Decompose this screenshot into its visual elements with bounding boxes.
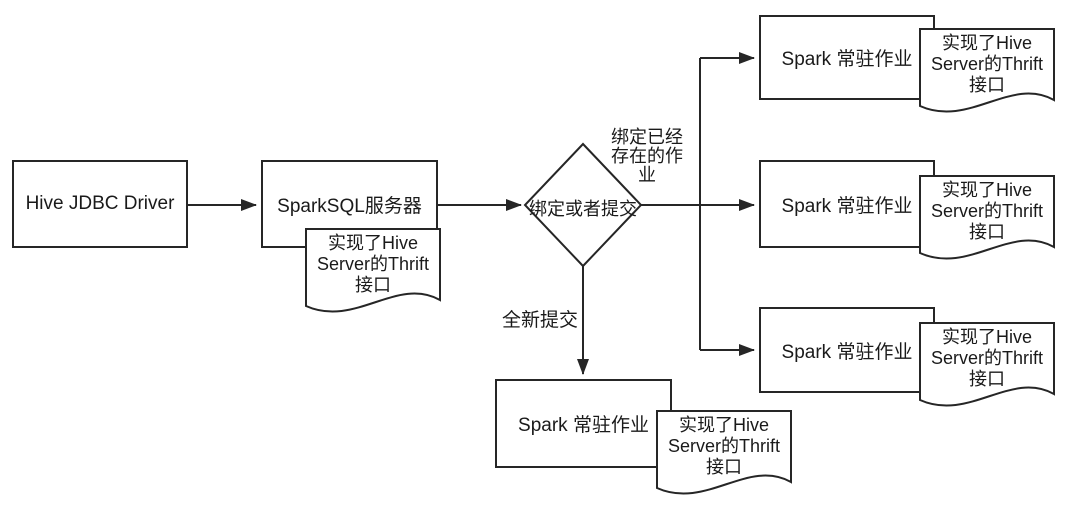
note-line: 接口 [969, 75, 1005, 95]
note-thrift-job-3: 实现了Hive Server的Thrift 接口 [919, 322, 1055, 420]
note-thrift-sparksql: 实现了Hive Server的Thrift 接口 [305, 228, 441, 326]
node-label: Spark 常驻作业 [781, 49, 913, 70]
node-spark-job-2: Spark 常驻作业 [759, 160, 935, 248]
note-text: 实现了Hive Server的Thrift 接口 [919, 327, 1055, 390]
node-spark-job-3: Spark 常驻作业 [759, 307, 935, 393]
node-label: SparkSQL服务器 [277, 195, 422, 217]
note-line: 实现了Hive [941, 180, 1032, 200]
node-label: Spark 常驻作业 [781, 341, 913, 363]
edge-label-new-submit: 全新提交 [501, 310, 578, 331]
note-line: Server的Thrift [930, 348, 1044, 368]
note-text: 实现了Hive Server的Thrift 接口 [919, 180, 1055, 243]
document-shape-icon [919, 322, 1055, 407]
decision-diamond [523, 142, 643, 268]
node-spark-job-1: Spark 常驻作业 [759, 15, 935, 100]
decision-label: 绑定或者提交 [529, 199, 637, 219]
note-text: 实现了Hive Server的Thrift 接口 [656, 415, 792, 478]
node-label: Spark 常驻作业 [518, 415, 649, 436]
note-text: 实现了Hive Server的Thrift 接口 [305, 233, 441, 296]
node-label: Spark 常驻作业 [781, 195, 913, 217]
note-line: Server的Thrift [930, 54, 1044, 74]
note-line: 实现了Hive [678, 415, 769, 435]
edge-label-bind-existing: 绑定已经 存在的作 业 [606, 128, 688, 185]
edge-label-line: 绑定已经 [611, 127, 683, 147]
edge-label-line: 业 [638, 165, 656, 185]
note-thrift-job-new: 实现了Hive Server的Thrift 接口 [656, 410, 792, 508]
note-line: 实现了Hive [941, 33, 1032, 53]
note-line: Server的Thrift [930, 201, 1044, 221]
note-line: 接口 [969, 222, 1005, 242]
document-shape-icon [656, 410, 792, 495]
document-shape-icon [919, 28, 1055, 113]
document-shape-icon [919, 175, 1055, 260]
note-thrift-job-2: 实现了Hive Server的Thrift 接口 [919, 175, 1055, 273]
document-shape-icon [305, 228, 441, 313]
edge-label-line: 存在的作 [611, 146, 683, 166]
node-label: Hive JDBC Driver [25, 193, 175, 214]
note-text: 实现了Hive Server的Thrift 接口 [919, 33, 1055, 96]
note-line: Server的Thrift [667, 436, 781, 456]
note-line: 实现了Hive [941, 327, 1032, 347]
node-spark-job-new: Spark 常驻作业 [495, 379, 672, 468]
node-hive-jdbc-driver: Hive JDBC Driver [12, 160, 188, 248]
note-line: 实现了Hive [327, 233, 418, 253]
note-line: 接口 [706, 457, 742, 477]
note-line: 接口 [969, 369, 1005, 389]
note-line: 接口 [355, 275, 391, 295]
note-line: Server的Thrift [316, 254, 430, 274]
note-thrift-job-1: 实现了Hive Server的Thrift 接口 [919, 28, 1055, 126]
